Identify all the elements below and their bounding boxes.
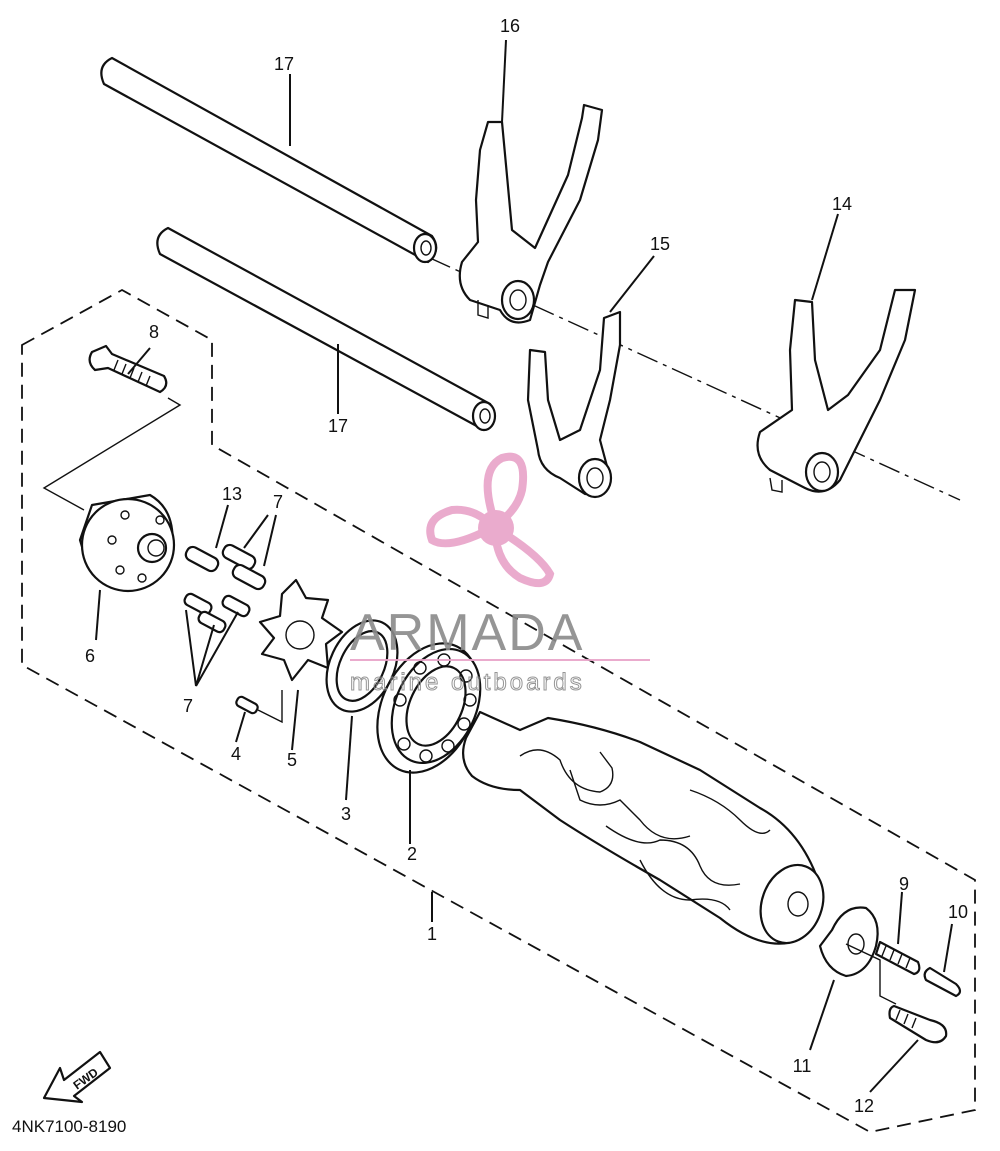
watermark-brand: ARMADA bbox=[350, 604, 584, 662]
callout-4: 4 bbox=[231, 744, 241, 764]
leader-fork-16 bbox=[501, 39, 507, 123]
leader-pin-13 bbox=[215, 504, 229, 549]
leader-fork-15 bbox=[609, 255, 655, 313]
callout-2: 2 bbox=[407, 844, 417, 864]
star-plate-5 bbox=[258, 578, 344, 682]
callout-1: 1 bbox=[427, 924, 437, 944]
callout-7-upper: 7 bbox=[273, 492, 283, 512]
screw-guide bbox=[845, 943, 897, 1005]
pin-4 bbox=[235, 695, 259, 715]
leader-circlip-3 bbox=[345, 715, 353, 801]
plate-11 bbox=[818, 906, 879, 978]
leader-bolt-8 bbox=[127, 347, 151, 375]
callout-labels: 1 2 3 4 5 6 7 7 8 9 10 11 12 13 14 15 16… bbox=[85, 16, 968, 1116]
callout-12: 12 bbox=[854, 1096, 874, 1116]
segment-6 bbox=[78, 493, 176, 593]
screw-9 bbox=[874, 940, 921, 976]
shift-fork-15 bbox=[526, 310, 622, 499]
callout-6: 6 bbox=[85, 646, 95, 666]
assembly-boundary bbox=[21, 288, 976, 1133]
shift-rod-upper bbox=[100, 56, 438, 264]
bolt-8-guide bbox=[42, 397, 182, 511]
pins-group bbox=[183, 543, 267, 715]
pin-10 bbox=[923, 966, 962, 998]
leader-pin-7b bbox=[185, 609, 239, 687]
shift-fork-16 bbox=[458, 103, 604, 324]
circlip-3 bbox=[325, 619, 399, 713]
watermark-tagline: marine outboards bbox=[350, 669, 585, 696]
propeller-logo-icon bbox=[426, 452, 555, 588]
leader-plate-11 bbox=[809, 979, 835, 1051]
leader-segment-6 bbox=[95, 589, 101, 641]
bolt-8 bbox=[88, 344, 168, 394]
leader-pin-7a bbox=[243, 514, 277, 567]
callout-13: 13 bbox=[222, 484, 242, 504]
callout-15: 15 bbox=[650, 234, 670, 254]
leader-fork-14 bbox=[811, 213, 839, 301]
leader-pin-10 bbox=[943, 923, 953, 973]
leader-screw-9 bbox=[897, 891, 903, 945]
leader-star-5 bbox=[291, 689, 299, 751]
callout-17-upper: 17 bbox=[274, 54, 294, 74]
shift-rod-lower bbox=[156, 226, 497, 432]
armada-watermark: ARMADA marine outboards bbox=[350, 452, 650, 697]
leader-pin-4 bbox=[235, 711, 246, 743]
leader-screw-12 bbox=[869, 1039, 919, 1093]
callout-10: 10 bbox=[948, 902, 968, 922]
screw-12 bbox=[888, 1004, 948, 1044]
callout-9: 9 bbox=[899, 874, 909, 894]
callout-11: 11 bbox=[793, 1056, 812, 1076]
callout-16: 16 bbox=[500, 16, 520, 36]
callout-8: 8 bbox=[149, 322, 159, 342]
shift-fork-14 bbox=[756, 288, 917, 493]
callout-3: 3 bbox=[341, 804, 351, 824]
callout-17-lower: 17 bbox=[328, 416, 348, 436]
bearing-2 bbox=[376, 642, 482, 774]
callout-7-lower: 7 bbox=[183, 696, 193, 716]
part-code: 4NK7100-8190 bbox=[12, 1117, 126, 1136]
star-plate-guide bbox=[257, 690, 283, 724]
callout-14: 14 bbox=[832, 194, 852, 214]
fwd-arrow-icon: FWD bbox=[42, 1050, 112, 1104]
shift-drum-1 bbox=[461, 710, 825, 945]
callout-5: 5 bbox=[287, 750, 297, 770]
